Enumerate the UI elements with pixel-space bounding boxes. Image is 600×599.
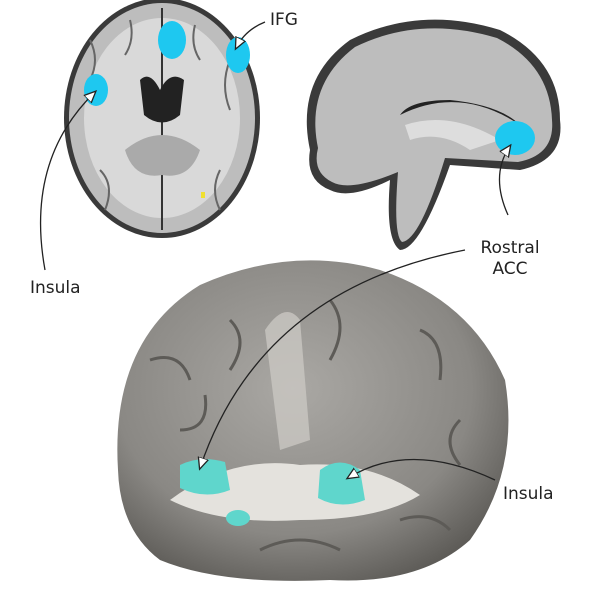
activation-blob-ifg	[226, 37, 250, 73]
label-insula-3d: Insula	[503, 484, 554, 504]
label-rostral-acc-line2: ACC	[492, 259, 528, 279]
3d-brain-render	[117, 260, 509, 581]
sagittal-brain-slice	[306, 19, 561, 251]
activation-blob-insula	[84, 74, 108, 106]
pointer-insula-axial	[39, 92, 95, 271]
pointer-insula-3d	[348, 458, 496, 481]
activation-3d-rostral-acc	[180, 459, 230, 495]
label-rostral-acc: Rostral ACC	[470, 238, 550, 280]
activation-blob-acc	[158, 21, 186, 59]
label-rostral-acc-line1: Rostral	[480, 238, 540, 258]
pointer-rostral-acc-sagittal	[499, 146, 510, 216]
label-ifg: IFG	[270, 10, 298, 30]
pointer-rostral-acc-3d	[200, 249, 466, 468]
axial-brain-slice	[64, 0, 260, 238]
label-insula-axial: Insula	[30, 278, 81, 298]
pointer-ifg	[236, 21, 266, 48]
activation-3d-insula	[318, 462, 365, 505]
activation-blob-rostral-acc	[495, 121, 535, 155]
